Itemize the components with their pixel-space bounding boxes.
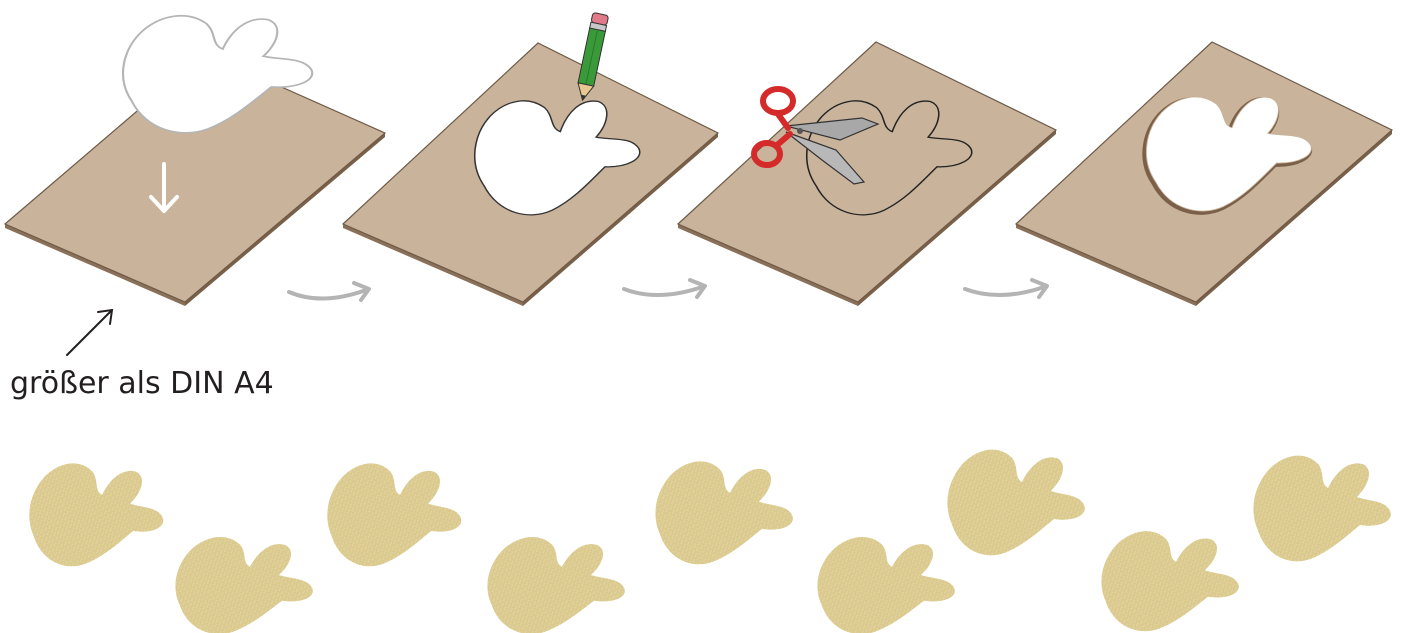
step-arrow-icon [622, 278, 707, 299]
step-3-cut-out [676, 41, 1058, 306]
painted-footprint [947, 449, 1085, 556]
step-2-trace-outline [341, 12, 720, 306]
down-arrow-icon [149, 162, 179, 213]
painted-footprint [655, 461, 793, 565]
step-4-finished-stencil [1014, 41, 1394, 306]
painted-footprint [1253, 455, 1391, 562]
scissors-icon [751, 86, 880, 185]
step-arrow-icon [287, 281, 371, 302]
size-label: größer als DIN A4 [10, 366, 274, 401]
step-arrow-icon [963, 278, 1049, 299]
cardboard-sheet-3 [676, 41, 1058, 306]
painted-footprint [29, 463, 164, 567]
cardboard-sheet-1 [3, 52, 387, 306]
painted-footprint [487, 536, 625, 633]
painted-footprint [1101, 531, 1239, 632]
painted-footprint [817, 536, 955, 633]
step-1-place-template [3, 6, 387, 356]
painted-footprints [29, 449, 1391, 633]
pointer-arrow-icon [66, 308, 114, 356]
painted-footprint [327, 463, 462, 567]
pencil-icon [577, 12, 609, 102]
painted-footprint [175, 536, 313, 633]
